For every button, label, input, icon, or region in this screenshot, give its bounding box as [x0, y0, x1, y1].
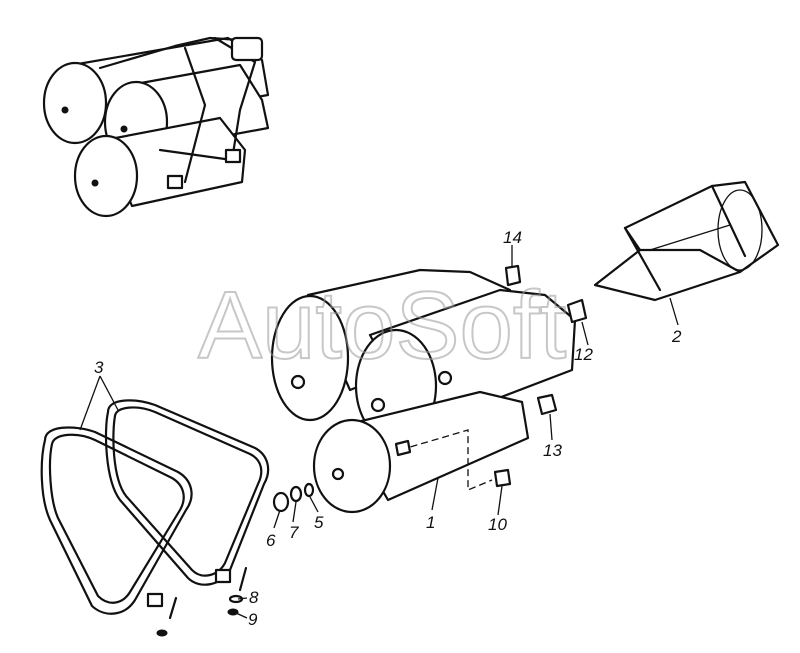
callout-10: 10	[488, 515, 507, 534]
callout-labels: 3 2 12 14 13 10 1 6 7 5 8 9	[94, 228, 682, 629]
plug-10	[493, 468, 512, 488]
callout-14: 14	[503, 228, 522, 247]
callout-7: 7	[289, 523, 299, 542]
callout-5: 5	[314, 513, 324, 532]
leader-lines	[79, 245, 679, 619]
fitting-14	[504, 264, 522, 287]
callout-2: 2	[671, 327, 682, 346]
assembled-view	[42, 36, 270, 218]
callout-13: 13	[543, 441, 562, 460]
fitting-13	[536, 393, 558, 416]
receiver-tanks	[270, 268, 577, 514]
callout-6: 6	[266, 531, 276, 550]
callout-9: 9	[248, 610, 258, 629]
watermark: AutoSoft	[198, 272, 566, 379]
callout-8: 8	[249, 588, 259, 607]
callout-1: 1	[426, 513, 435, 532]
washer-7	[289, 485, 303, 503]
plug-6	[272, 491, 290, 513]
straps-3	[40, 399, 270, 637]
callout-12: 12	[574, 345, 593, 364]
ring-5	[303, 482, 315, 498]
fittings	[272, 264, 588, 513]
bracket-2	[593, 180, 780, 302]
callout-3: 3	[94, 358, 104, 377]
fitting-12	[566, 298, 588, 324]
